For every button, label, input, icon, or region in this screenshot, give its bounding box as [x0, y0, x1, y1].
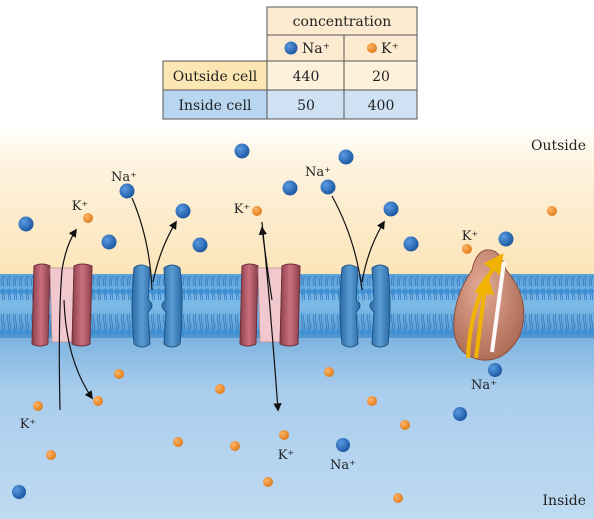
k-ion — [33, 401, 43, 411]
na-ion — [119, 183, 135, 199]
k-ion — [173, 437, 183, 447]
na-ion — [498, 231, 514, 247]
table-col-na-label: Na⁺ — [302, 41, 330, 57]
na-ion — [192, 237, 208, 253]
k-label: K⁺ — [278, 448, 295, 463]
k-ion — [462, 244, 472, 254]
k-label: K⁺ — [234, 202, 251, 217]
table-cell — [343, 60, 418, 91]
na-ion — [488, 363, 502, 377]
na-channel — [131, 264, 183, 348]
na-ion — [453, 407, 467, 421]
outside-label: Outside — [531, 138, 586, 154]
na-ion — [403, 236, 419, 252]
na-label: Na⁺ — [330, 458, 356, 473]
k-ion — [263, 477, 273, 487]
table-col-k-label: K⁺ — [381, 41, 399, 57]
k-channel — [31, 263, 93, 347]
na-ion — [282, 180, 298, 196]
concentration-table: concentration Na⁺ K⁺ Outside cell 440 20… — [162, 6, 418, 120]
k-ion — [230, 441, 240, 451]
pump-k-arrow — [474, 274, 495, 359]
na-label: Na⁺ — [111, 170, 137, 185]
k-ion — [547, 206, 557, 216]
ion-flow-arrows — [58, 195, 385, 412]
table-row-inside-label: Inside cell — [179, 98, 253, 114]
k-ion — [46, 450, 56, 460]
table-cell — [266, 89, 345, 120]
na-ion — [101, 234, 117, 250]
sodium-potassium-pump — [453, 249, 525, 361]
na-ions — [12, 143, 514, 499]
na-channel — [339, 264, 391, 348]
table-header-label: concentration — [293, 14, 392, 30]
k-ion — [93, 396, 103, 406]
na-ion — [12, 485, 26, 499]
na-ion-icon — [284, 41, 298, 55]
table-row-inside-na: 50 — [297, 98, 315, 114]
k-ion — [252, 206, 262, 216]
table-header-cell — [266, 6, 418, 36]
table-row-inside-k: 400 — [368, 98, 395, 114]
table-row-inside-label-cell — [162, 89, 268, 120]
outside-region — [0, 126, 594, 276]
na-ion — [338, 149, 354, 165]
na-ion — [336, 438, 350, 452]
k-ion — [279, 430, 289, 440]
table-row-outside-label: Outside cell — [173, 69, 258, 85]
table-col-na-cell — [266, 34, 345, 62]
na-ion — [18, 216, 34, 232]
na-ion — [175, 203, 191, 219]
inside-region — [0, 336, 594, 519]
k-label: K⁺ — [462, 229, 479, 244]
table-cell — [343, 89, 418, 120]
k-ion — [215, 384, 225, 394]
ion-labels: K⁺ Na⁺ K⁺ Na⁺ K⁺ Na⁺ K⁺ K⁺ Na⁺ — [20, 165, 497, 473]
k-label: K⁺ — [72, 199, 89, 214]
na-label: Na⁺ — [305, 165, 331, 180]
pump-na-arrow — [490, 261, 506, 353]
k-ion — [324, 367, 334, 377]
k-label: K⁺ — [20, 417, 37, 432]
k-ion — [114, 369, 124, 379]
k-ion — [83, 213, 93, 223]
na-ion — [234, 143, 250, 159]
na-label: Na⁺ — [471, 378, 497, 393]
pump-k-arrow — [466, 253, 504, 359]
k-ion — [400, 420, 410, 430]
k-ions — [33, 206, 557, 503]
k-ion — [367, 396, 377, 406]
k-ion — [393, 493, 403, 503]
table-row-outside-k: 20 — [372, 69, 390, 85]
na-ion — [383, 201, 399, 217]
na-ion — [320, 179, 336, 195]
inside-label: Inside — [543, 493, 586, 509]
table-row-outside-na: 440 — [293, 69, 320, 85]
k-ion-icon — [367, 43, 377, 53]
